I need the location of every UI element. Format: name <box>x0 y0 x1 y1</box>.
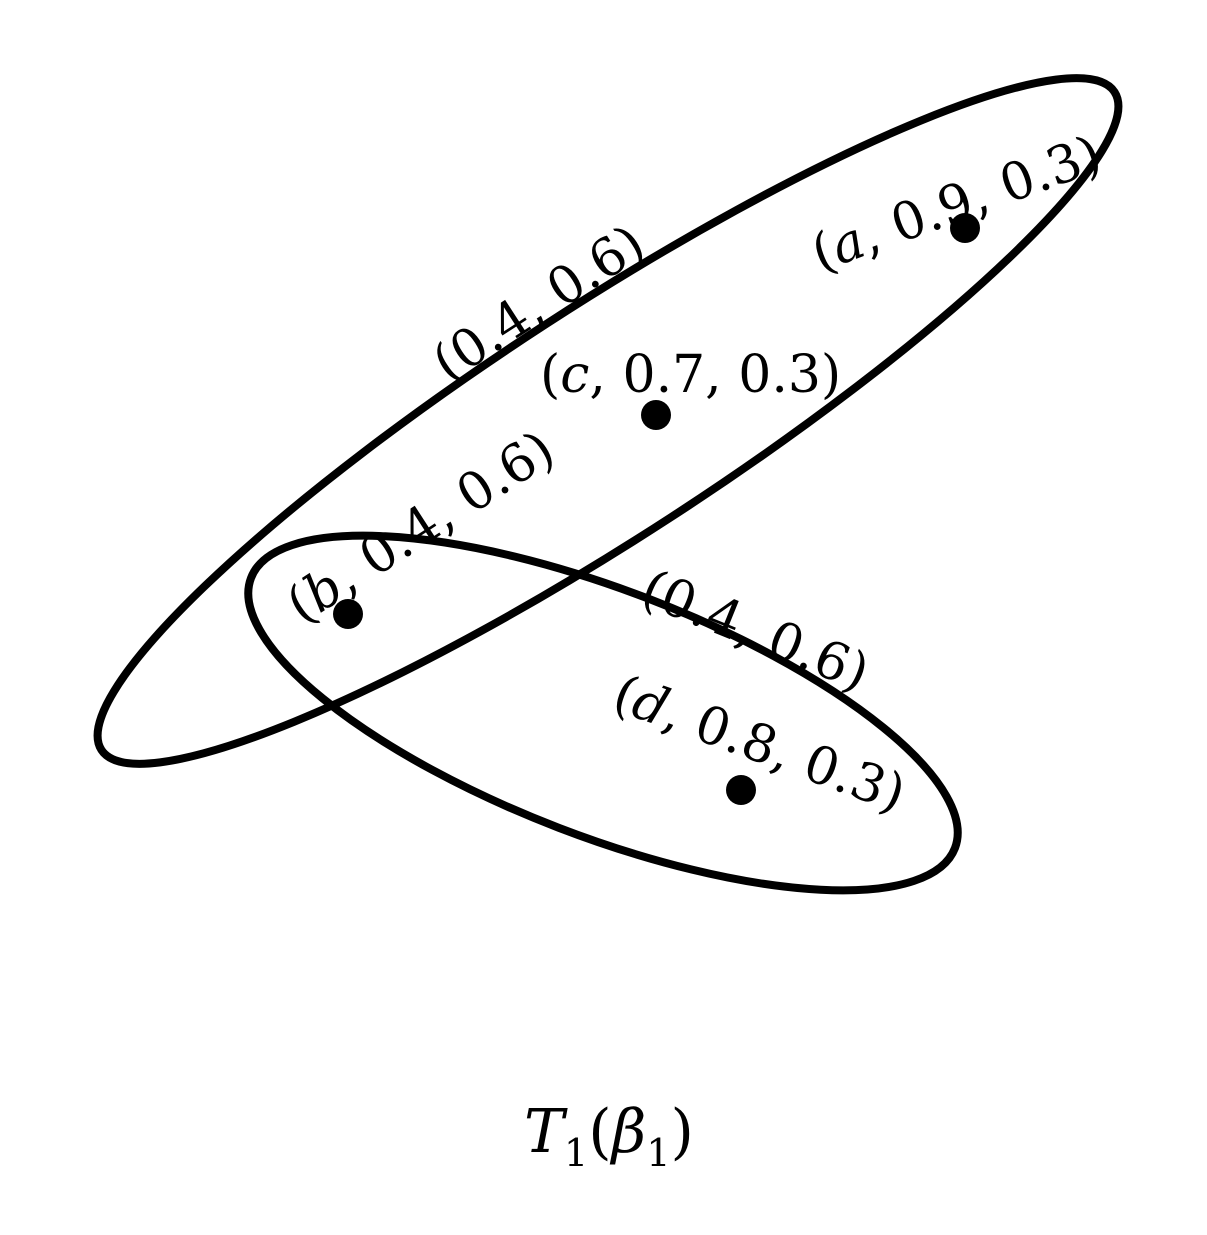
vertex-d-label: (d, 0.8, 0.3) <box>606 664 914 825</box>
diagram-caption: T1(β1) <box>524 1097 694 1175</box>
vertex-b-dot <box>333 599 363 629</box>
hyperedge-1 <box>93 74 1123 768</box>
vertex-a-dot <box>950 213 980 243</box>
vertex-d-dot <box>726 775 756 805</box>
vertex-b-label: (b, 0.4, 0.6) <box>276 419 565 636</box>
vertex-c-label: (c, 0.7, 0.3) <box>540 345 841 405</box>
vertex-c-dot <box>641 400 671 430</box>
hyperedge-2 <box>244 531 962 895</box>
